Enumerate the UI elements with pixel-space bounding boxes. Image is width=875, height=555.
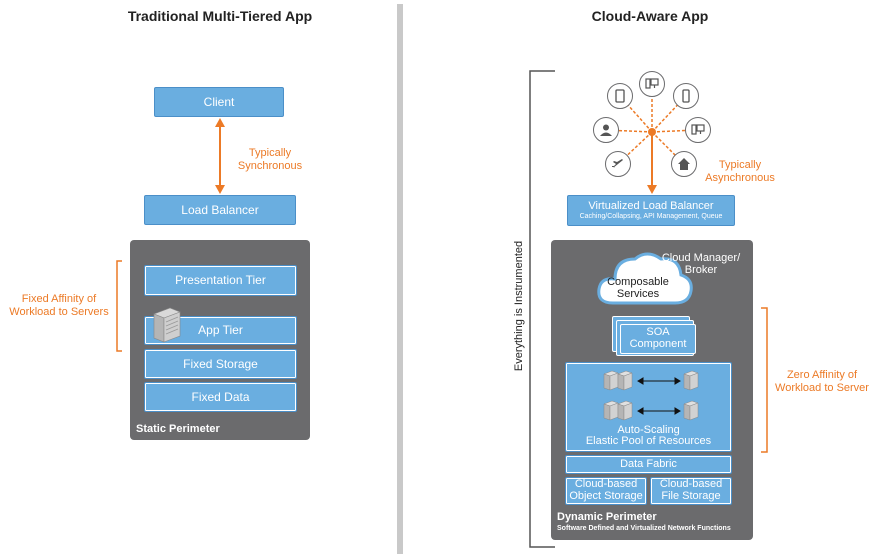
airplane-icon: [605, 151, 631, 177]
sync-label: Typically Synchronous: [230, 147, 310, 172]
load-balancer-box: Load Balancer: [144, 195, 296, 225]
column-divider: [397, 4, 403, 554]
cloud-manager-label: Cloud Manager/ Broker: [660, 252, 742, 276]
vlb-subtitle: Caching/Collapsing, API Management, Queu…: [579, 213, 723, 221]
sync-label-line2: Synchronous: [237, 159, 303, 172]
fixed-data-box: Fixed Data: [144, 382, 297, 412]
zero-affinity-line1: Zero Affinity of: [786, 369, 858, 381]
desktop-phone-icon: [639, 71, 665, 97]
file-storage-box: Cloud-based File Storage: [650, 477, 732, 505]
async-label: Typically Asynchronous: [700, 159, 780, 184]
data-fabric-box: Data Fabric: [565, 455, 732, 474]
user-icon: [593, 117, 619, 143]
monitor-phone-icon: [685, 117, 711, 143]
cloud-manager-line2: Broker: [684, 264, 718, 277]
async-label-line1: Typically: [718, 159, 762, 171]
object-storage-line1: Cloud-based: [574, 478, 638, 491]
composable-line1: Composable: [607, 276, 669, 288]
cloud-manager-line1: Cloud Manager/: [661, 252, 741, 264]
dynamic-perimeter-label: Dynamic Perimeter: [557, 511, 657, 523]
auto-scaling-pool-box: Auto-Scaling Elastic Pool of Resources: [565, 362, 732, 452]
fixed-affinity-line1: Fixed Affinity of: [21, 293, 97, 305]
server-icon: [153, 307, 181, 343]
instrumented-bracket: [529, 70, 555, 548]
object-storage-line2: Object Storage: [569, 490, 643, 502]
file-storage-line1: Cloud-based: [659, 478, 723, 491]
vlb-title: Virtualized Load Balancer: [588, 199, 714, 212]
app-tier-label: App Tier: [198, 323, 243, 338]
fixed-storage-box: Fixed Storage: [144, 349, 297, 379]
client-box: Client: [154, 87, 284, 117]
cloud-icon: [597, 252, 693, 305]
zero-affinity-bracket: [761, 307, 768, 453]
static-perimeter-label: Static Perimeter: [136, 423, 220, 435]
file-storage-line2: File Storage: [661, 490, 721, 502]
autoscale-line2: Elastic Pool of Resources: [585, 435, 712, 448]
zero-affinity-label: Zero Affinity of Workload to Server: [770, 369, 874, 394]
zero-affinity-line2: Workload to Server: [775, 381, 869, 394]
async-arrow: [647, 132, 657, 194]
fixed-affinity-line2: Workload to Servers: [9, 305, 109, 318]
composable-services-label: Composable Services: [602, 276, 674, 300]
sync-label-line1: Typically: [248, 147, 292, 159]
sync-arrow: [215, 118, 225, 194]
presentation-tier-box: Presentation Tier: [144, 265, 297, 296]
object-storage-box: Cloud-based Object Storage: [565, 477, 647, 505]
dynamic-perimeter-sublabel: Software Defined and Virtualized Network…: [557, 525, 731, 532]
right-title: Cloud-Aware App: [591, 8, 709, 24]
soa-line2: Component: [629, 338, 687, 350]
instrumented-text: Everything is Instrumented: [513, 240, 525, 372]
left-title: Traditional Multi-Tiered App: [127, 8, 313, 24]
composable-line2: Services: [616, 288, 660, 301]
autoscale-line1: Auto-Scaling: [617, 423, 680, 436]
fixed-affinity-label: Fixed Affinity of Workload to Servers: [2, 293, 116, 318]
fixed-affinity-bracket: [116, 260, 122, 352]
tablet-icon: [607, 83, 633, 109]
smartphone-icon: [673, 83, 699, 109]
home-icon: [671, 151, 697, 177]
soa-component-box: SOA Component: [620, 324, 696, 354]
async-label-line2: Asynchronous: [705, 171, 775, 184]
soa-line1: SOA: [646, 326, 670, 339]
server-pool-graphic: [603, 370, 699, 421]
virtualized-load-balancer-box: Virtualized Load Balancer Caching/Collap…: [567, 195, 735, 226]
